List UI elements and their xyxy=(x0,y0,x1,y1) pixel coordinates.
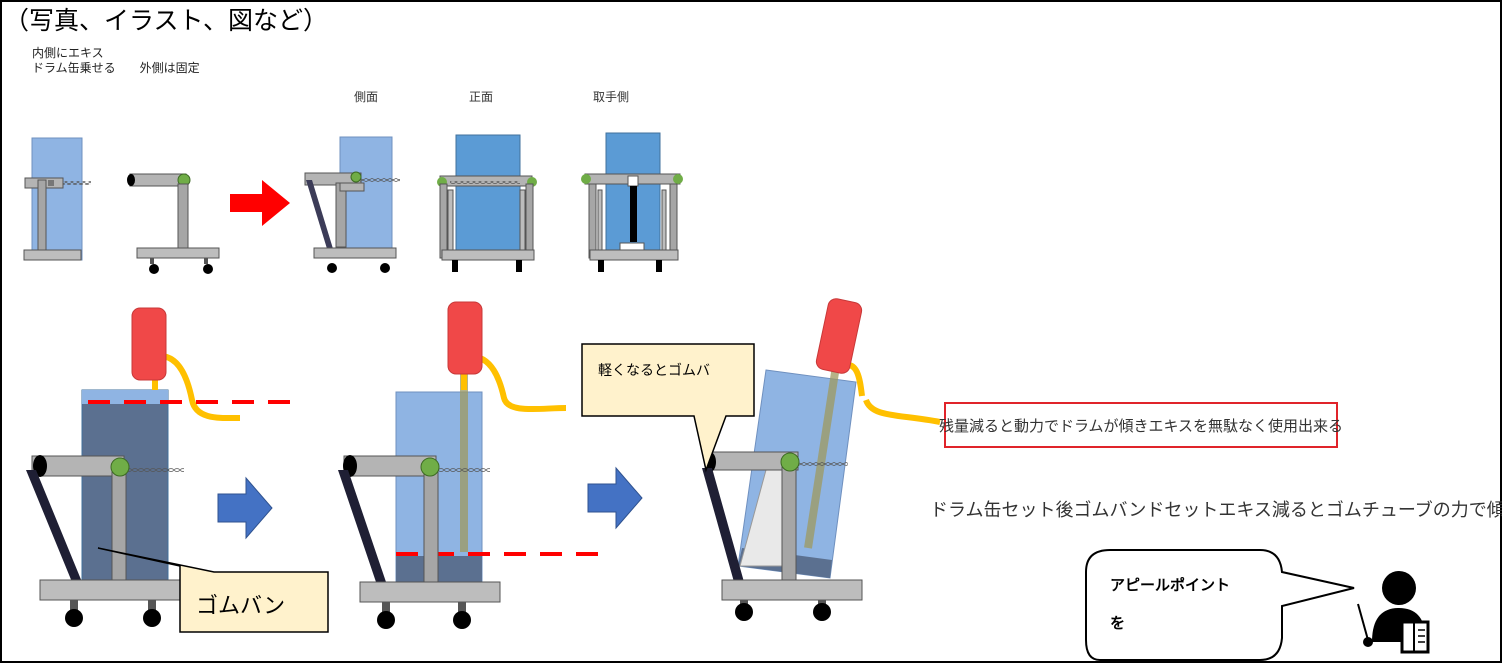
handle-side-view-assembly xyxy=(581,132,683,272)
front-view-assembly xyxy=(437,134,537,272)
blue-arrow-icon xyxy=(587,466,643,530)
note-line-2: ドラム缶乗せる 外側は固定 xyxy=(32,61,200,75)
appeal-text-line-1: アピールポイント xyxy=(1110,576,1231,594)
stage-2-half-drum xyxy=(338,301,612,629)
stage-1-full-drum xyxy=(26,307,300,627)
label-handle-side-view: 取手側 xyxy=(592,90,629,104)
side-view-assembly xyxy=(304,136,400,273)
label-front-view: 正面 xyxy=(468,90,493,104)
callout-rubber-band-text: ゴムバン xyxy=(196,594,286,619)
drum-with-stand-small xyxy=(23,137,91,261)
presenter-icon xyxy=(1357,571,1430,654)
page-heading: （写真、イラスト、図など） xyxy=(4,6,329,35)
note-line-1: 内側にエキス xyxy=(32,46,104,60)
description-line: ドラム缶セット後ゴムバンドセットエキス減るとゴムチューブの力で傾く xyxy=(930,500,1502,521)
callout-lighter-text: 軽くなるとゴムバ xyxy=(598,363,710,379)
boxed-note: 残量減ると動力でドラムが傾きエキスを無駄なく使用出来る xyxy=(939,402,1343,448)
red-arrow-icon xyxy=(230,180,290,226)
stage-3-tilted-drum xyxy=(702,298,941,621)
label-side-view: 側面 xyxy=(353,90,378,104)
blue-arrow-icon xyxy=(217,476,273,540)
appeal-text-line-2: を xyxy=(1110,614,1126,632)
callout-rubber-band-shape xyxy=(97,547,329,633)
callout-lighter-shape xyxy=(581,343,755,473)
appeal-callout-shape xyxy=(1085,549,1355,661)
frame-only-small xyxy=(127,173,220,274)
